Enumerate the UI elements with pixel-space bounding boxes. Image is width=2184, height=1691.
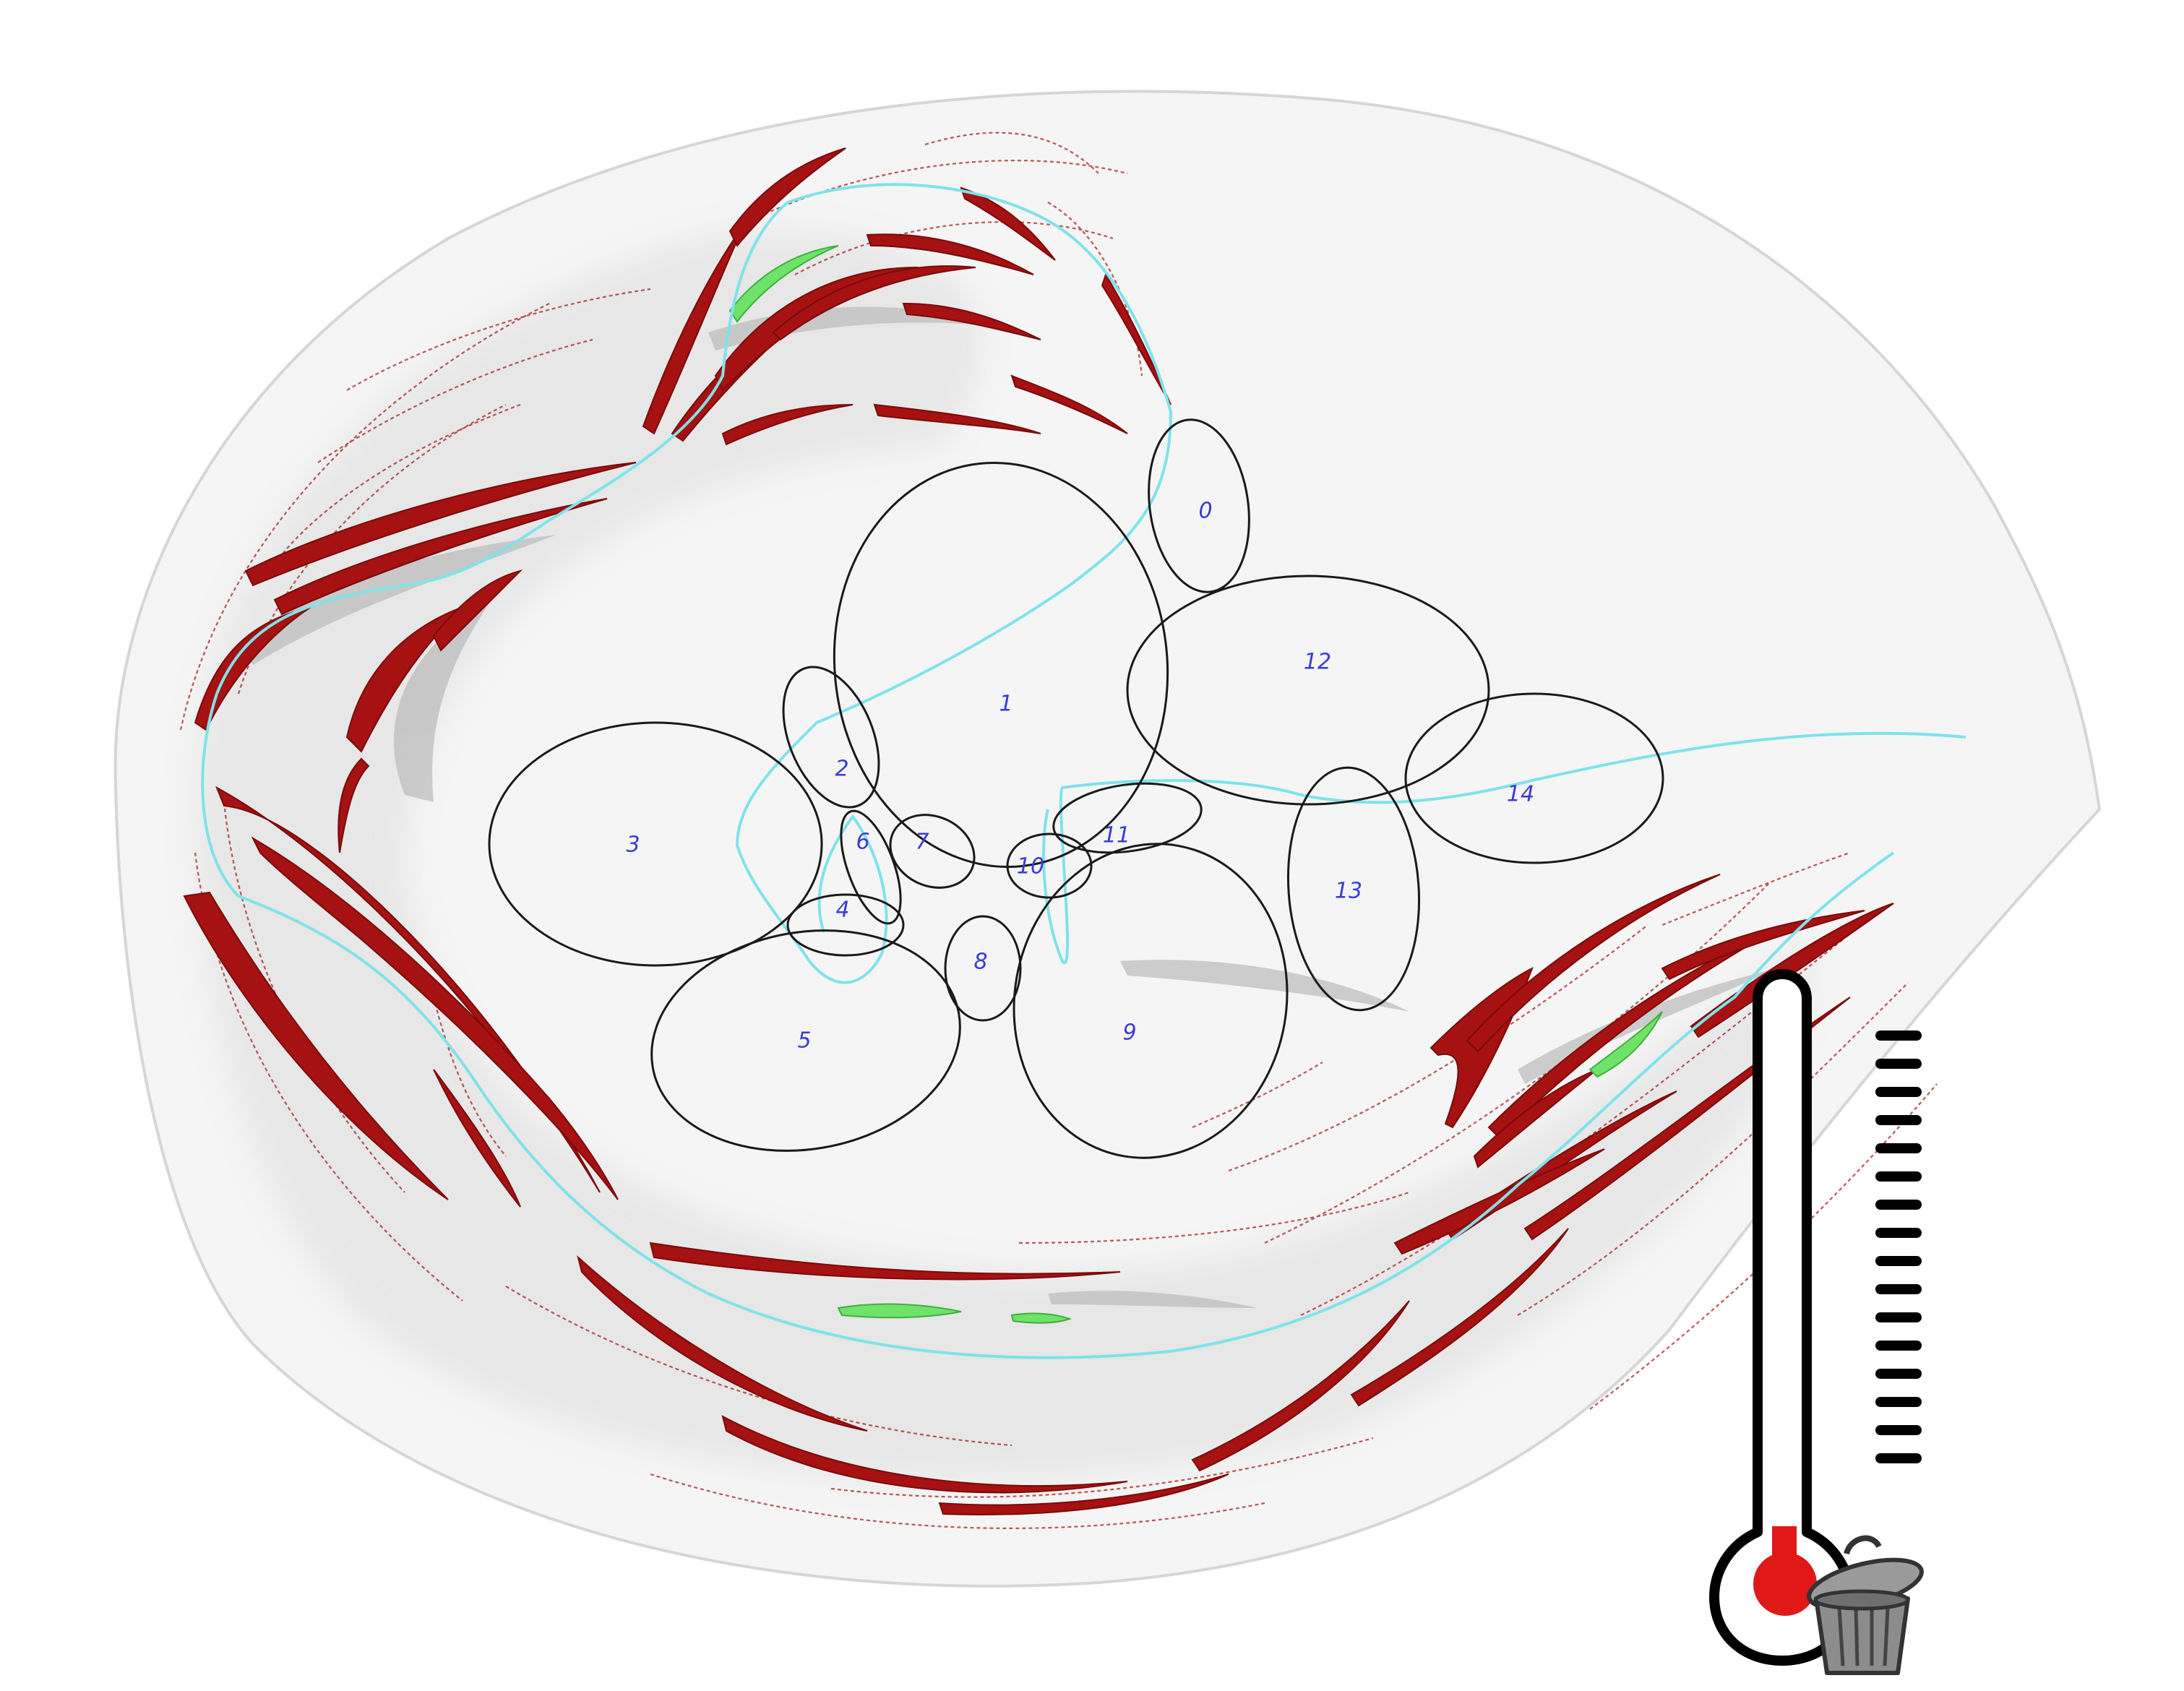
cell-3-outline: [488, 721, 823, 967]
cell-2-outline: [782, 666, 880, 809]
cell-10-outline: [1006, 832, 1093, 899]
cell-label-5: 5: [797, 1028, 811, 1054]
cell-label-11: 11: [1103, 823, 1130, 848]
cell-11-outline: [1052, 782, 1203, 854]
cell-label-9: 9: [1122, 1020, 1136, 1046]
cell-5-outline: [650, 929, 961, 1152]
cell-label-10: 10: [1017, 854, 1044, 879]
cell-12-outline: [1126, 575, 1490, 806]
cell-1-outline: [833, 461, 1169, 869]
cell-label-8: 8: [973, 950, 987, 975]
cell-7-outline: [889, 814, 976, 889]
thermometer-bulb: [1753, 1552, 1817, 1616]
cell-label-1: 1: [999, 692, 1013, 717]
cell-label-13: 13: [1335, 879, 1362, 904]
cell-label-12: 12: [1304, 650, 1331, 675]
cell-label-2: 2: [835, 757, 848, 782]
trash-can-icon[interactable]: [1805, 1535, 1927, 1675]
cell-label-0: 0: [1198, 499, 1212, 524]
circulation-path: [201, 183, 1966, 1359]
thermometer-icon: [1709, 969, 1922, 1666]
cell-label-6: 6: [856, 830, 869, 855]
thermometer-scale: [1875, 1030, 1922, 1463]
cell-0-outline: [1148, 418, 1250, 593]
cell-13-outline: [1286, 766, 1421, 1012]
thermometer-level: [1772, 1526, 1797, 1558]
cell-9-outline: [1013, 843, 1289, 1159]
green-ribbons: [728, 245, 1663, 1324]
cell-14-outline: [1404, 692, 1664, 864]
cell-label-7: 7: [915, 830, 929, 855]
cell-outlines: [488, 418, 1664, 1159]
cell-label-14: 14: [1507, 782, 1534, 807]
cell-label-3: 3: [626, 832, 640, 858]
cell-labels: 0 1 2 3 4 5 6 7 8 9 10 11 12 13 14: [626, 499, 1534, 1054]
cell-label-4: 4: [835, 898, 849, 923]
cell-8-outline: [944, 915, 1022, 1022]
cell-4-outline: [786, 893, 905, 957]
